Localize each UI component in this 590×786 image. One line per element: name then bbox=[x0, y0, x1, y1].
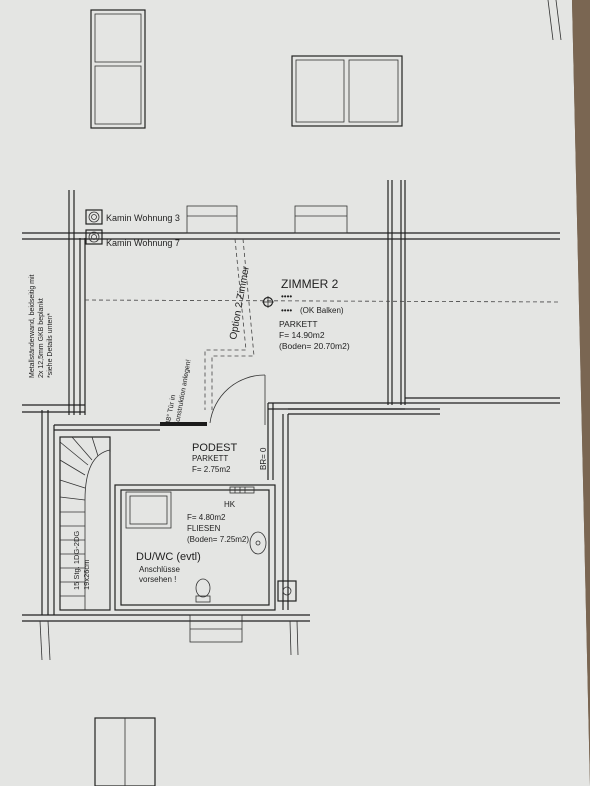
kamin-3-label: Kamin Wohnung 3 bbox=[106, 213, 180, 223]
toilet-icon bbox=[195, 578, 211, 598]
bath-area: F= 4.80m2 bbox=[187, 513, 226, 522]
zimmer-area: F= 14.90m2 bbox=[279, 330, 325, 340]
chimney-3-symbol bbox=[85, 209, 103, 225]
staircase bbox=[59, 436, 111, 611]
podest-floor: PARKETT bbox=[192, 454, 228, 463]
podest-area: F= 2.75m2 bbox=[192, 465, 231, 474]
bathroom-walls bbox=[114, 484, 276, 611]
top-exterior-wall bbox=[22, 205, 560, 240]
hk-label: HK bbox=[224, 500, 236, 509]
chimney-7-symbol bbox=[85, 229, 103, 245]
kamin-7-label: Kamin Wohnung 7 bbox=[106, 238, 180, 248]
upper-window-right bbox=[291, 55, 403, 127]
shaft-icon bbox=[277, 580, 297, 602]
option-partition-wall bbox=[204, 238, 255, 410]
br-label: BR= 0 bbox=[259, 447, 268, 470]
bath-note-line-1: Anschlüsse bbox=[139, 565, 180, 574]
bath-floor: FLIESEN bbox=[187, 524, 221, 533]
upper-window-left bbox=[90, 9, 146, 129]
zimmer-floor: PARKETT bbox=[279, 319, 318, 329]
paper-shadow bbox=[572, 0, 590, 786]
bath-note-line-2: vorsehen ! bbox=[139, 575, 176, 584]
stair-label-line-2: 19x26cm bbox=[82, 560, 91, 590]
zimmer-right-wall bbox=[387, 180, 406, 405]
bath-title: DU/WC (evtl) bbox=[136, 551, 201, 563]
zimmer-title: ZIMMER 2 bbox=[281, 277, 339, 291]
wall-note-line-2: 2x 12,5mm GKB beplankt bbox=[38, 298, 45, 378]
lower-window bbox=[94, 717, 156, 786]
door-swing bbox=[160, 374, 266, 426]
wall-note-line-1: Metallständerwand, beidseitig mit bbox=[29, 274, 36, 378]
wall-note-line-3: *siehe Details unten* bbox=[47, 313, 54, 378]
svg-text:••••: •••• bbox=[281, 292, 292, 301]
zimmer-ok-label: (OK Balken) bbox=[300, 306, 344, 315]
sink-icon bbox=[249, 531, 267, 555]
zimmer-boden: (Boden= 20.70m2) bbox=[279, 341, 350, 351]
svg-text:••••: •••• bbox=[281, 306, 292, 315]
bath-boden: (Boden= 7.25m2) bbox=[187, 535, 249, 544]
stair-label-line-1: 15 Stg. 1DG-2DG bbox=[72, 531, 81, 590]
podest-title: PODEST bbox=[192, 442, 238, 454]
bottom-exterior-wall bbox=[22, 614, 310, 661]
